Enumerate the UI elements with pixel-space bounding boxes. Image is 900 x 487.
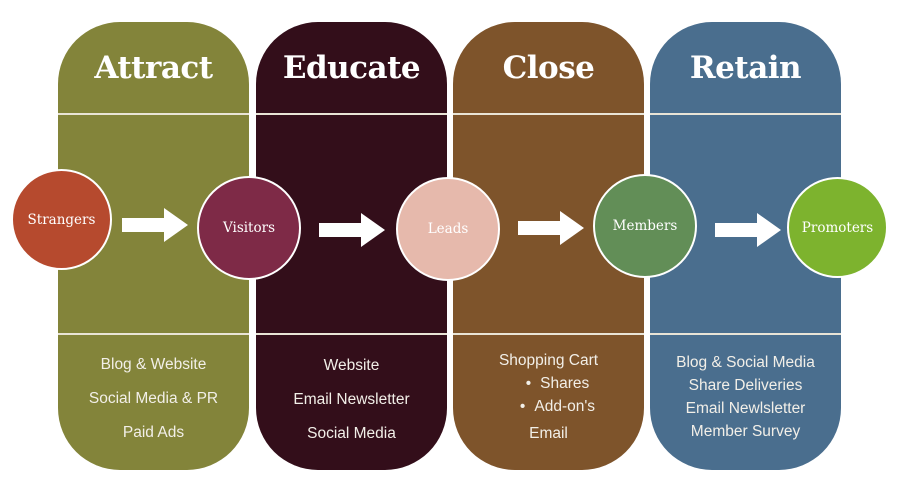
- divider: [58, 113, 249, 115]
- list-item: Member Survey: [690, 423, 801, 440]
- list-item: Website: [323, 357, 380, 374]
- list-item: Social Media & PR: [88, 390, 219, 407]
- node-label: Leads: [427, 221, 469, 237]
- node-leads: Leads: [396, 177, 500, 281]
- node-label: Promoters: [801, 219, 874, 236]
- list-item: Share Deliveries: [688, 377, 803, 394]
- right-arrow-icon: [319, 213, 385, 247]
- list-item: Paid Ads: [122, 424, 185, 441]
- node-members: Members: [593, 174, 697, 278]
- stage-channel-list: Blog & Website Social Media & PR Paid Ad…: [58, 348, 249, 450]
- stage-channel-list: Blog & Social Media Share Deliveries Ema…: [650, 351, 841, 443]
- divider: [453, 333, 644, 335]
- stage-title: Attract: [94, 50, 213, 86]
- stage-title: Educate: [282, 50, 421, 86]
- node-promoters: Promoters: [787, 177, 888, 278]
- list-item: Blog & Social Media: [676, 354, 815, 371]
- right-arrow-icon: [518, 211, 584, 245]
- list-item: Email Newlsletter: [685, 400, 806, 417]
- right-arrow-icon: [122, 208, 188, 242]
- right-arrow-icon: [715, 213, 781, 247]
- list-item: Shopping Cart: [498, 352, 599, 369]
- divider: [453, 113, 644, 115]
- divider: [650, 333, 841, 335]
- list-item: Email Newsletter: [293, 391, 410, 408]
- list-item-bullet: Add-on's: [453, 395, 644, 418]
- node-label: Visitors: [222, 220, 275, 236]
- divider: [256, 333, 447, 335]
- node-strangers: Strangers: [11, 169, 112, 270]
- list-item: Social Media: [307, 425, 396, 442]
- list-item: Email: [529, 425, 568, 442]
- list-item-bullet: Shares: [453, 372, 644, 395]
- divider: [58, 333, 249, 335]
- stage-channel-list: Shopping Cart Shares Add-on's Email: [453, 349, 644, 445]
- node-label: Strangers: [27, 211, 96, 228]
- divider: [650, 113, 841, 115]
- node-label: Members: [612, 218, 678, 234]
- stage-title: Retain: [689, 50, 802, 86]
- stage-title: Close: [502, 50, 595, 86]
- stage-channel-list: Website Email Newsletter Social Media: [256, 349, 447, 451]
- node-visitors: Visitors: [197, 176, 301, 280]
- list-item: Blog & Website: [100, 356, 207, 373]
- divider: [256, 113, 447, 115]
